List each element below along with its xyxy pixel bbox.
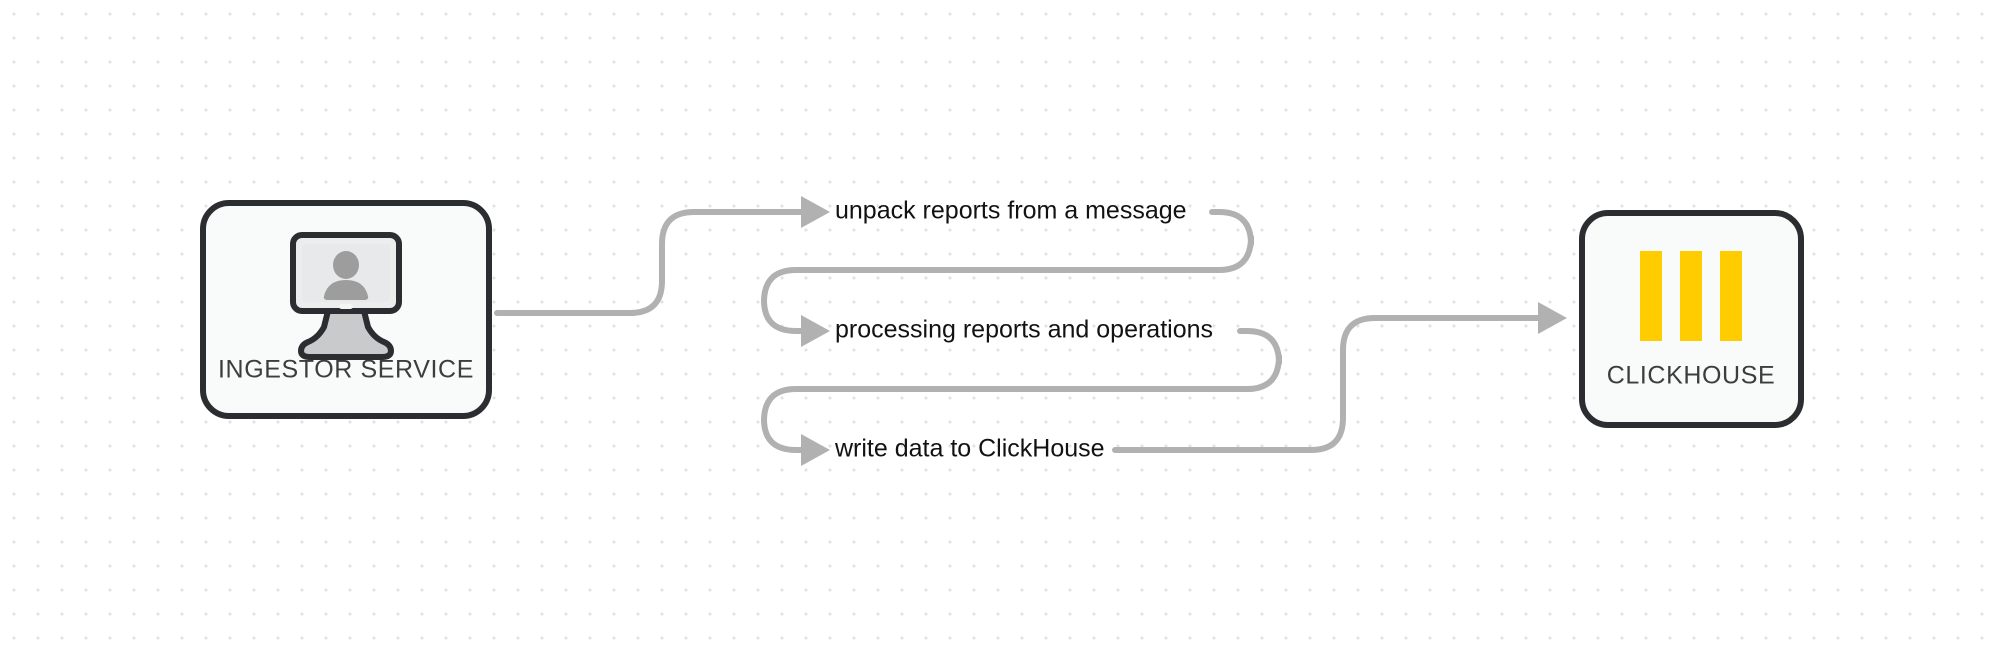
edge-step-2-to-step-3[interactable] bbox=[761, 328, 1282, 466]
arrow-head-step-3 bbox=[801, 434, 830, 466]
edge-step-3-to-clickhouse[interactable] bbox=[1112, 302, 1567, 453]
edge-step-1-to-step-2[interactable] bbox=[761, 209, 1254, 347]
edge-label-step-1: unpack reports from a message bbox=[835, 197, 1187, 225]
node-ingestor-service[interactable]: INGESTOR SERVICE bbox=[200, 200, 492, 419]
arrow-head-step-2 bbox=[801, 315, 830, 347]
edge-label-step-2: processing reports and operations bbox=[835, 316, 1213, 344]
user-silhouette-icon bbox=[323, 251, 369, 300]
node-ingestor-label: INGESTOR SERVICE bbox=[218, 356, 474, 384]
edge-label-step-3: write data to ClickHouse bbox=[834, 435, 1105, 463]
edge-ingestor-to-step-1[interactable] bbox=[494, 196, 830, 316]
clickhouse-logo-icon bbox=[1640, 251, 1742, 341]
node-clickhouse[interactable]: CLICKHOUSE bbox=[1579, 210, 1804, 428]
node-clickhouse-label: CLICKHOUSE bbox=[1607, 362, 1776, 390]
monitor-user-icon bbox=[290, 232, 402, 360]
arrow-head-clickhouse bbox=[1538, 302, 1567, 334]
arrow-head-step-1 bbox=[801, 196, 830, 228]
